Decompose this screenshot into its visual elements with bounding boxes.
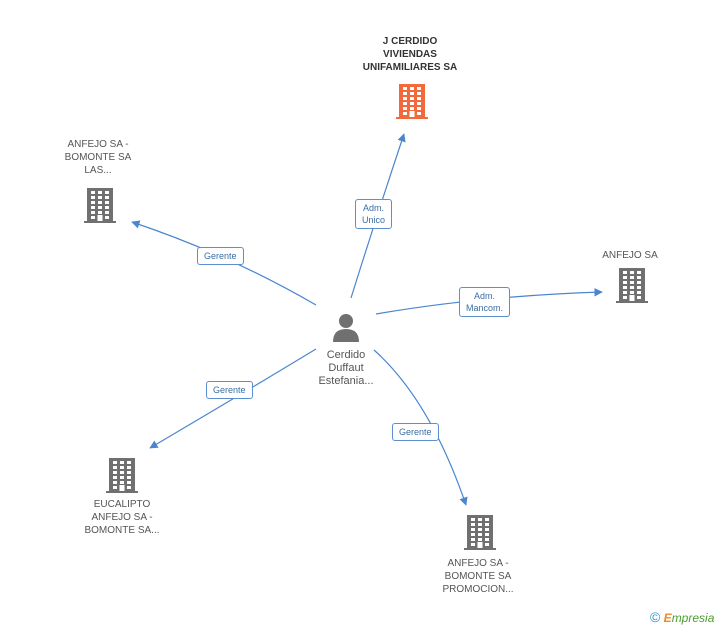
company-label-anfejo-bomonte-las[interactable]: ANFEJO SA - BOMONTE SA LAS... <box>64 139 132 176</box>
company-label-j-cerdido[interactable]: J CERDIDO VIVIENDAS UNIFAMILIARES SA <box>362 36 458 73</box>
building-icon-c5[interactable] <box>464 515 496 550</box>
edges-layer <box>131 133 603 506</box>
brand-initial: E <box>663 611 672 625</box>
edge-anfejo-promocion <box>373 349 468 506</box>
building-icon-c4[interactable] <box>106 458 138 493</box>
person-label[interactable]: Cerdido Duffaut Estefania... <box>318 349 374 387</box>
edge-label-gerente-eucalipto: Gerente <box>206 381 253 399</box>
edge-label-adm-mancom: Adm. Mancom. <box>459 287 511 317</box>
empresia-brand[interactable]: © Empresia <box>650 609 714 625</box>
company-label-anfejo-promocion[interactable]: ANFEJO SA - BOMONTE SA PROMOCION... <box>442 558 514 595</box>
edge-label-gerente-promocion: Gerente <box>392 423 439 441</box>
building-icon-c3[interactable] <box>616 268 648 303</box>
nodes-layer <box>84 84 648 550</box>
person-icon[interactable] <box>333 314 359 342</box>
copyright-icon: © <box>650 609 661 625</box>
building-icon-c1[interactable] <box>396 84 428 119</box>
edge-label-gerente-las: Gerente <box>197 247 244 265</box>
company-label-eucalipto[interactable]: EUCALIPTO ANFEJO SA - BOMONTE SA... <box>84 499 160 536</box>
edge-label-adm-unico: Adm. Unico <box>355 199 393 229</box>
building-icon-c2[interactable] <box>84 188 116 223</box>
company-label-anfejo[interactable]: ANFEJO SA <box>602 250 658 261</box>
brand-name: mpresia <box>671 611 715 625</box>
